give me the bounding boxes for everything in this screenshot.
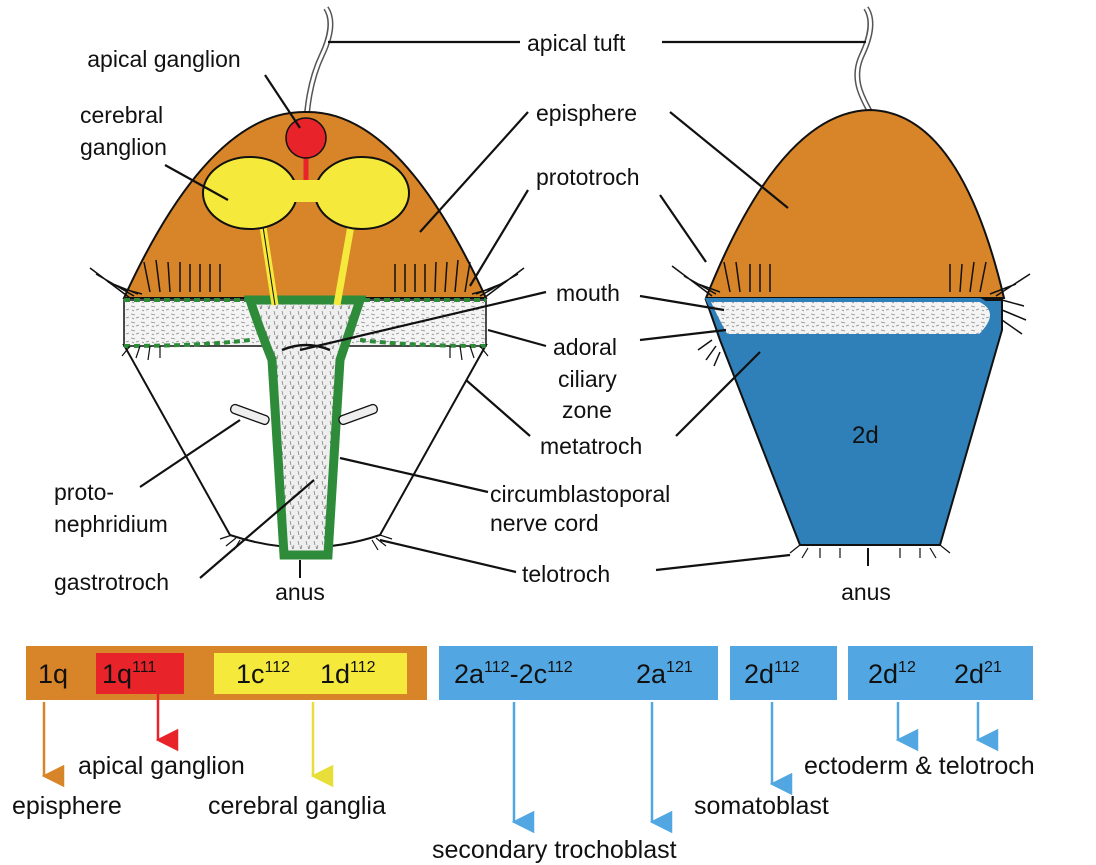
svg-text:1q: 1q: [38, 659, 68, 689]
label-adoral-1: adoral: [553, 334, 617, 360]
label-metatroch: metatroch: [540, 433, 642, 459]
fate-episphere: episphere: [12, 792, 122, 820]
right-larva: 2d: [672, 8, 1030, 566]
fate-somatoblast: somatoblast: [694, 792, 829, 820]
mouth-groove: [708, 300, 992, 336]
label-episphere: episphere: [536, 100, 637, 126]
label-cord-1: circumblastoporal: [490, 481, 670, 507]
label-cerebral-2: ganglion: [80, 134, 167, 160]
label-cerebral-1: cerebral: [80, 102, 163, 128]
label-apical-tuft: apical tuft: [527, 30, 626, 56]
label-mouth: mouth: [556, 280, 620, 306]
label-proto-1: proto-: [54, 479, 114, 505]
label-anus-left: anus: [275, 579, 325, 605]
lineage-bars: 1q 1q111 1c112 1d112 2a112-2c112 2a121 2…: [26, 646, 1033, 700]
label-adoral-2: ciliary: [558, 366, 617, 392]
cell-2d-label: 2d: [852, 422, 879, 449]
label-apical-ganglion: apical ganglion: [87, 46, 240, 72]
fate-ectoderm-telotroch: ectoderm & telotroch: [804, 752, 1035, 780]
fate-secondary-trochoblast: secondary trochoblast: [432, 836, 677, 864]
label-gastrotroch: gastrotroch: [54, 569, 169, 595]
apical-ganglion: [286, 118, 326, 158]
label-cord-2: nerve cord: [490, 510, 599, 536]
fate-cerebral-ganglia: cerebral ganglia: [208, 792, 386, 820]
bar-text-1q: 1q: [38, 659, 68, 689]
left-larva: [90, 8, 524, 578]
cerebral-ganglion-right: [315, 157, 409, 229]
label-anus-right: anus: [841, 579, 891, 605]
fate-apical-ganglion: apical ganglion: [78, 752, 245, 780]
label-telotroch: telotroch: [522, 561, 610, 587]
label-adoral-3: zone: [562, 397, 612, 423]
label-proto-2: nephridium: [54, 511, 168, 537]
label-prototroch: prototroch: [536, 164, 640, 190]
